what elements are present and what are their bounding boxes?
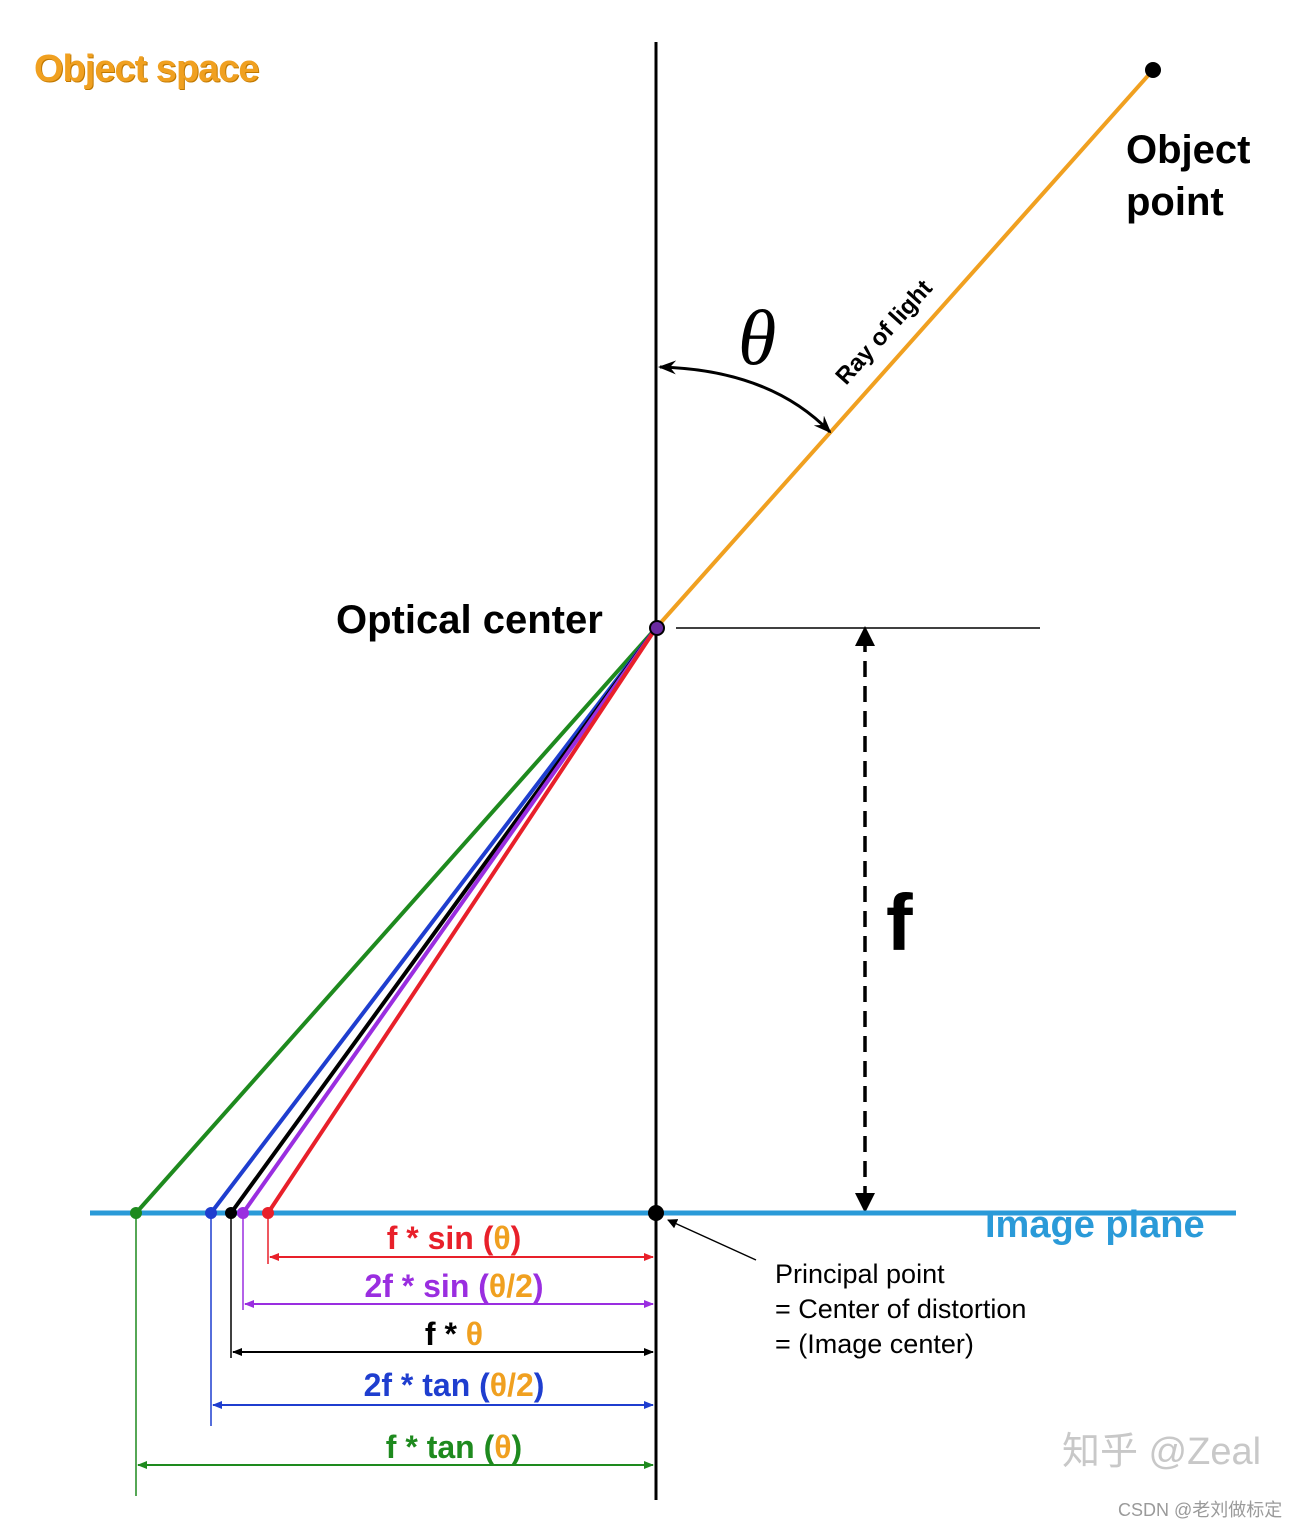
object-point-dot: [1145, 62, 1161, 78]
ray-f-2sin: [241, 626, 658, 1215]
formula-f-theta: f * θ: [254, 1316, 654, 1353]
formula-arg: θ: [494, 1429, 512, 1465]
object-point-line2: point: [1126, 180, 1224, 224]
principal-point-label: Principal point = Center of distortion =…: [775, 1257, 1026, 1362]
zhihu-watermark: 知乎 @Zeal: [1062, 1431, 1262, 1473]
image-plane-label: Image plane: [985, 1204, 1205, 1246]
theta-arc: [658, 360, 832, 434]
formula-f-tan: f * tan (θ): [254, 1429, 654, 1466]
principal-line2: = Center of distortion: [775, 1294, 1027, 1324]
ray-f-2tan: [209, 626, 658, 1215]
theta-symbol: θ: [738, 294, 776, 381]
formula-pre: f * sin (: [386, 1220, 494, 1256]
principal-leader: [667, 1219, 757, 1261]
formula-arg: θ: [493, 1220, 511, 1256]
csdn-watermark: CSDN @老刘做标定: [1118, 1500, 1283, 1520]
formula-pre: f * tan (: [385, 1429, 495, 1465]
formula-f-2sin: 2f * sin (θ/2): [254, 1268, 654, 1305]
formula-arg: θ/2: [488, 1268, 533, 1304]
formula-post: ): [533, 1367, 545, 1403]
formula-post: ): [510, 1220, 522, 1256]
formula-f-2tan: 2f * tan (θ/2): [254, 1367, 654, 1404]
object-space-label: Object space: [34, 48, 260, 90]
ray-f-tan: [134, 626, 658, 1215]
formula-pre: 2f * sin (: [364, 1268, 489, 1304]
formula-arg: θ: [465, 1316, 484, 1352]
formula-post: ): [511, 1429, 523, 1465]
ray-of-light-line: [654, 68, 1155, 630]
optical-center-dot: [649, 620, 665, 636]
object-point-line1: Object: [1126, 128, 1251, 172]
optical-center-label: Optical center: [336, 598, 603, 642]
principal-line1: Principal point: [775, 1259, 945, 1289]
formula-pre: 2f * tan (: [363, 1367, 490, 1403]
principal-line3: = (Image center): [775, 1329, 974, 1359]
formula-f-sin: f * sin (θ): [254, 1220, 654, 1257]
principal-point-dot: [648, 1205, 664, 1221]
formula-arg: θ/2: [489, 1367, 534, 1403]
formula-pre: f *: [424, 1316, 466, 1352]
ray-f-sin: [266, 626, 658, 1215]
formula-post: ): [532, 1268, 544, 1304]
focal-length-label: f: [886, 878, 913, 967]
object-point-label: Object point: [1126, 124, 1250, 228]
